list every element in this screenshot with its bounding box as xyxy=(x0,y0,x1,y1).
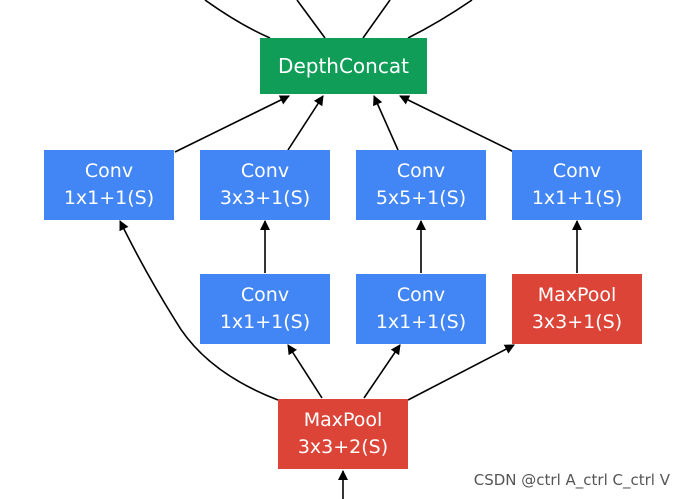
node-title: MaxPool xyxy=(537,284,617,306)
edge-input-to-reduce3 xyxy=(287,344,323,399)
conv-pool-proj-node: Conv 1x1+1(S) xyxy=(512,150,642,220)
conv-5x5-node: Conv 5x5+1(S) xyxy=(356,150,486,220)
node-title: Conv xyxy=(396,160,446,182)
node-title: Conv xyxy=(84,160,134,182)
node-title: Conv xyxy=(552,160,602,182)
edge-conv1-to-concat xyxy=(174,95,290,153)
edge-conv5-to-concat xyxy=(373,95,399,151)
edge-input-to-reduce5 xyxy=(363,344,401,399)
conv-reduce-3x3-node: Conv 1x1+1(S) xyxy=(200,274,330,344)
node-params: 3x3+1(S) xyxy=(531,311,623,333)
node-title: MaxPool xyxy=(303,409,383,431)
incoming-edge-4 xyxy=(407,0,473,39)
node-params: 1x1+1(S) xyxy=(375,311,467,333)
node-params: 5x5+1(S) xyxy=(375,187,467,209)
incoming-edge-2 xyxy=(296,0,326,39)
maxpool-3x3-node: MaxPool 3x3+1(S) xyxy=(512,274,642,344)
node-params: 1x1+1(S) xyxy=(219,311,311,333)
conv-reduce-5x5-node: Conv 1x1+1(S) xyxy=(356,274,486,344)
node-params: 1x1+1(S) xyxy=(63,187,155,209)
node-params: 1x1+1(S) xyxy=(531,187,623,209)
node-params: 3x3+2(S) xyxy=(297,436,389,458)
edge-conv3-to-concat xyxy=(287,95,324,151)
node-title: Conv xyxy=(396,284,446,306)
conv-3x3-node: Conv 3x3+1(S) xyxy=(200,150,330,220)
incoming-edge-3 xyxy=(362,0,391,39)
node-params: 3x3+1(S) xyxy=(219,187,311,209)
watermark: CSDN @ctrl A_ctrl C_ctrl V xyxy=(473,471,670,489)
edge-input-to-conv1 xyxy=(119,220,279,401)
edge-input-to-pool xyxy=(407,344,515,401)
incoming-edge-1 xyxy=(204,0,271,39)
edge-poolproj-to-concat xyxy=(399,95,515,153)
depthconcat-node: DepthConcat xyxy=(260,38,427,94)
node-title: Conv xyxy=(240,160,290,182)
conv-1x1-node: Conv 1x1+1(S) xyxy=(44,150,174,220)
node-title: Conv xyxy=(240,284,290,306)
input-maxpool-node: MaxPool 3x3+2(S) xyxy=(278,399,408,469)
depthconcat-label: DepthConcat xyxy=(278,53,409,78)
